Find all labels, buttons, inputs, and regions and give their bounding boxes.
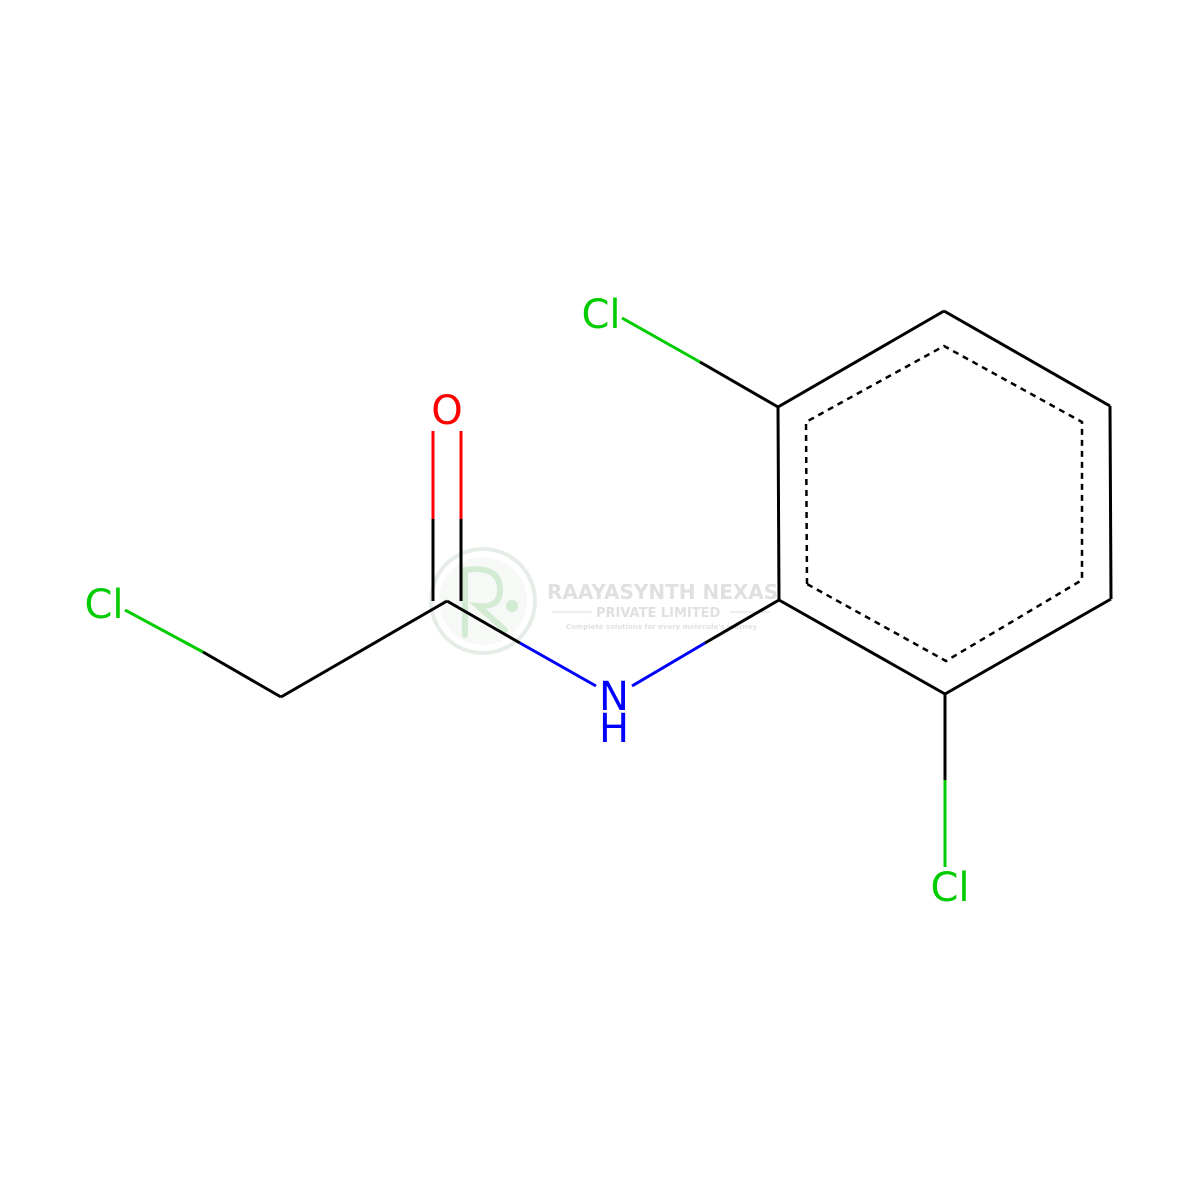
ring-bond-4 <box>1108 405 1113 600</box>
atom-cl-alpha: Cl <box>84 582 123 628</box>
bond-c-n-black <box>446 599 521 645</box>
ring-bond-5 <box>944 597 1112 696</box>
watermark-logo-dot <box>506 600 518 612</box>
atom-oxygen: O <box>431 388 462 434</box>
atom-cl-ring-bottom: Cl <box>930 865 969 911</box>
bond-c-n-blue <box>519 641 597 688</box>
atom-nitrogen: N <box>599 674 629 720</box>
aromatic-inner-ring <box>804 344 1084 663</box>
atom-nitrogen-hydrogen: H <box>599 706 629 752</box>
bond-ring-cl-top-green <box>621 316 701 364</box>
watermark: RAAYASYNTH NEXAS PRIVATE LIMITED Complet… <box>429 547 778 655</box>
bond-n-ring-black <box>704 598 780 645</box>
bonds <box>124 309 1113 867</box>
watermark-logo-ring <box>429 547 537 655</box>
ring-bond-1 <box>776 406 781 601</box>
ring-bond-6 <box>778 598 946 696</box>
atom-labels: Cl O N H Cl Cl <box>84 292 969 911</box>
watermark-subtitle: PRIVATE LIMITED <box>596 606 721 621</box>
ring-bond-2 <box>777 309 945 409</box>
bond-cl-c-green <box>124 608 204 654</box>
ring-bond-3 <box>943 309 1111 408</box>
bond-ring-cl-top-black <box>699 360 779 409</box>
watermark-company: RAAYASYNTH NEXAS <box>547 580 778 604</box>
bond-cl-c-black <box>202 650 282 699</box>
bond-n-ring-blue <box>631 641 706 688</box>
bond-ch2-carbonyl <box>280 599 448 699</box>
watermark-tagline: Complete solutions for every molecule's … <box>566 623 757 631</box>
watermark-logo-mark <box>462 566 508 638</box>
atom-cl-ring-top: Cl <box>581 292 620 338</box>
